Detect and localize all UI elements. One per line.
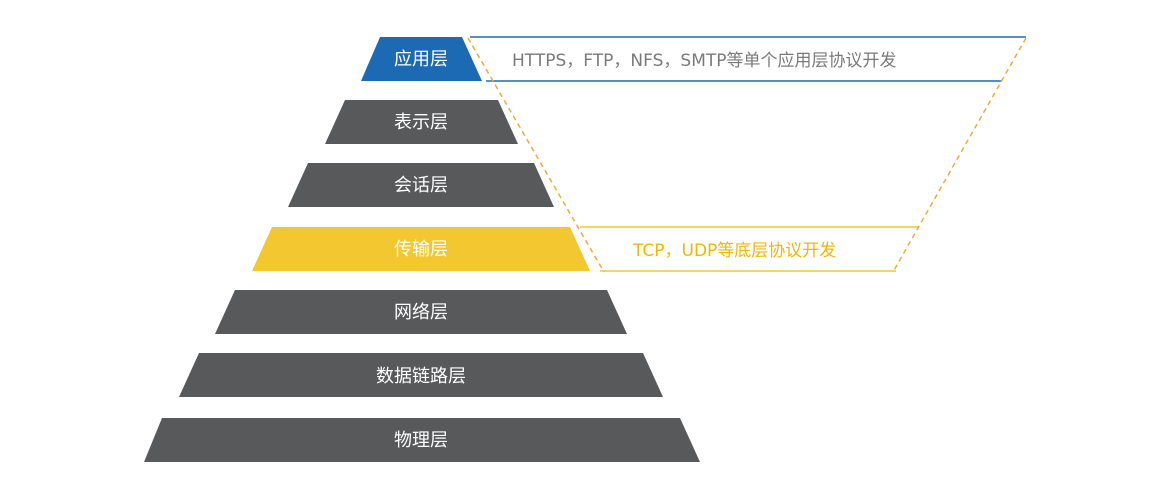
layer-network-label: 网络层 <box>394 302 448 323</box>
funnel-connectors <box>467 37 1027 273</box>
layer-transport-band <box>252 227 590 271</box>
layer-application-band <box>361 37 482 81</box>
layer-transport-label: 传输层 <box>394 239 448 260</box>
funnel-left-dashed-line <box>467 37 605 273</box>
layer-data-link-band <box>179 353 663 397</box>
application-note-text: HTTPS，FTP，NFS，SMTP等单个应用层协议开发 <box>512 51 897 71</box>
layer-physical-label: 物理层 <box>394 430 448 451</box>
layer-application-label: 应用层 <box>394 49 448 70</box>
funnel-right-dashed-line <box>892 37 1027 273</box>
layer-data-link-label: 数据链路层 <box>376 366 466 387</box>
layer-presentation-band <box>325 100 518 144</box>
layer-session-label: 会话层 <box>394 175 448 196</box>
layer-session-band <box>288 163 554 207</box>
transport-note: TCP，UDP等底层协议开发 <box>580 226 918 272</box>
layer-physical-band <box>144 418 700 462</box>
layer-presentation-label: 表示层 <box>394 112 448 133</box>
pyramid: 应用层 表示层 会话层 传输层 网络层 数据链路层 物理层 <box>144 37 700 462</box>
transport-note-text: TCP，UDP等底层协议开发 <box>632 241 836 261</box>
layer-network-band <box>215 290 627 334</box>
application-note: HTTPS，FTP，NFS，SMTP等单个应用层协议开发 <box>470 36 1026 82</box>
